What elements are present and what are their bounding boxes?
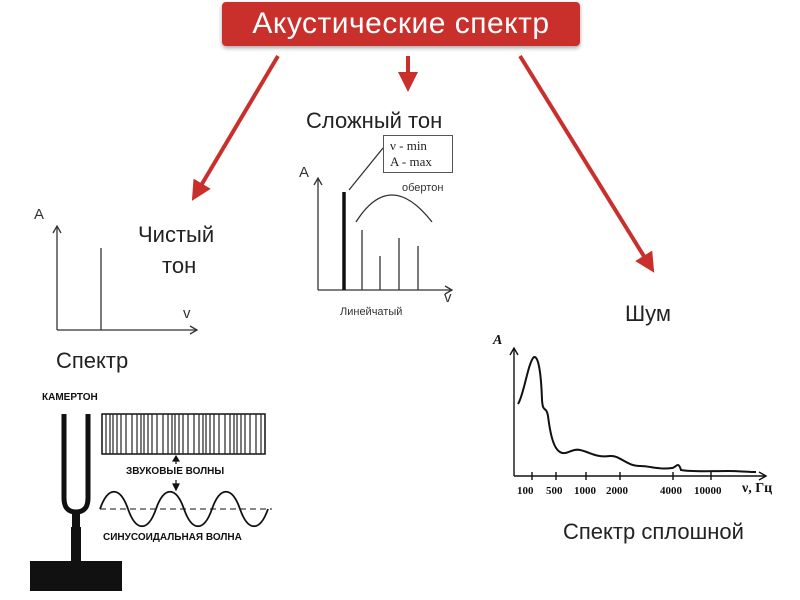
noise-chart xyxy=(509,346,768,481)
complex-tone-note-box: ν - min A - max xyxy=(383,135,453,173)
complex-tone-caption: Линейчатый xyxy=(340,306,403,318)
arrow-to-noise xyxy=(518,54,655,273)
noise-tick-2000: 2000 xyxy=(606,485,628,497)
overtone-label: обертон xyxy=(402,182,444,194)
note-line-2: A - max xyxy=(390,154,432,169)
page-title: Акустические спектр xyxy=(252,7,550,40)
complex-tone-axis-x: v xyxy=(444,289,452,306)
pure-tone-axis-y: A xyxy=(34,206,45,223)
noise-tick-500: 500 xyxy=(546,485,563,497)
tuning-fork-label: КАМЕРТОН xyxy=(42,392,98,403)
noise-axis-x: ν, Гц xyxy=(742,481,773,496)
pure-tone-label-line2: тон xyxy=(162,253,197,278)
fork-base xyxy=(30,561,122,591)
arrow-to-pure-tone xyxy=(191,54,280,201)
pure-tone-chart xyxy=(52,224,199,335)
noise-tick-4000: 4000 xyxy=(660,485,682,497)
pure-tone-label-line1: Чистый xyxy=(138,222,215,247)
noise-curve xyxy=(517,356,757,473)
fork-stem xyxy=(71,527,81,563)
noise-label: Шум xyxy=(625,301,672,326)
noise-tick-1000: 1000 xyxy=(574,485,596,497)
overtone-envelope xyxy=(355,194,433,223)
complex-tone-axis-y: A xyxy=(299,164,310,181)
sound-waves-label: ЗВУКОВЫЕ ВОЛНЫ xyxy=(126,466,225,477)
complex-tone-label: Сложный тон xyxy=(306,108,443,133)
noise-caption: Спектр сплошной xyxy=(563,519,744,544)
tuning-fork-illustration xyxy=(30,413,272,591)
sine-wave xyxy=(99,490,269,528)
pure-tone-axis-x: v xyxy=(183,305,191,322)
note-connector xyxy=(348,147,384,191)
title-banner: Акустические спектр xyxy=(222,2,580,46)
complex-tone-chart xyxy=(313,147,454,295)
pure-tone-caption: Спектр xyxy=(56,348,129,373)
noise-tick-10000: 10000 xyxy=(694,485,722,497)
noise-axis-y: A xyxy=(493,333,503,348)
sine-wave-label: СИНУСОИДАЛЬНАЯ ВОЛНА xyxy=(103,532,242,543)
note-line-1: ν - min xyxy=(390,138,427,153)
noise-tick-100: 100 xyxy=(517,485,534,497)
fork-prong-outer xyxy=(61,414,91,515)
